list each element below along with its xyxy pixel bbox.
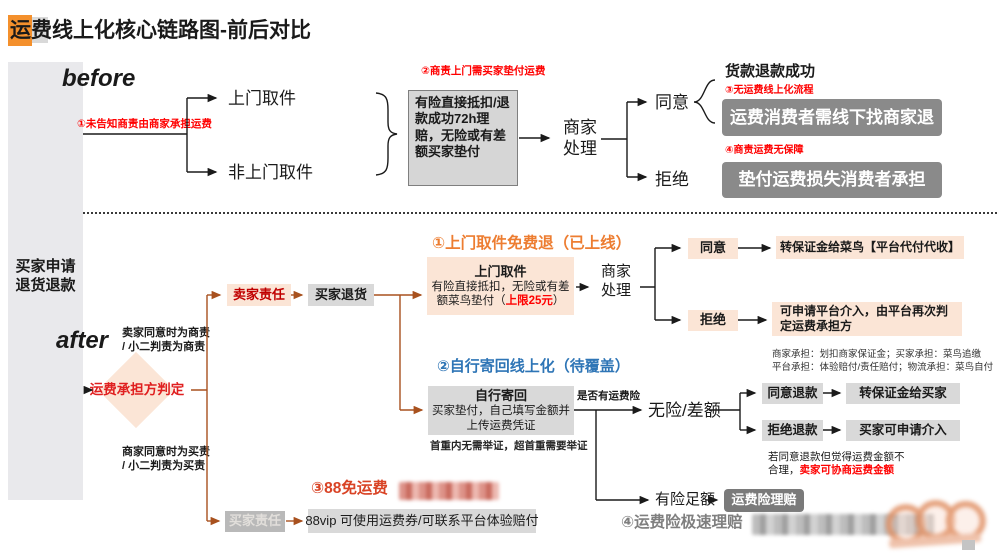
agree-refund-box: 同意退款 (762, 383, 823, 404)
after-seller-note-line2: / 小二判责为商责 (122, 340, 206, 353)
censored-gray-text (752, 514, 934, 535)
before-pickup-label: 上门取件 (228, 89, 296, 108)
apply-intervene-box: 买家可申请介入 (846, 420, 960, 441)
pickup-flow-heading: ①上门取件免费退（已上线） (432, 235, 632, 252)
before-merchant-handle-line2: 处理 (563, 139, 597, 159)
after-agree-box: 同意 (688, 238, 738, 259)
evidence-note: 首重内无需举证，超首重需要举证 (430, 440, 588, 452)
resp-note2: 平台承担：体验赔付/责任赔付；物流承担：菜鸟自付 (772, 362, 994, 373)
before-note-no-guarantee: ④商责运费无保障 (725, 145, 804, 156)
title-accent-gray (32, 17, 48, 43)
insurance-claim-box: 运费险理赔 (724, 489, 804, 512)
pickup-box-text-end: ） (552, 295, 565, 308)
after-reject-box: 拒绝 (688, 310, 738, 331)
self-return-box-body: 买家垫付，自己填写金额并上传运费凭证 (432, 405, 570, 432)
resp-note1: 商家承担：划扣商家保证金；买家承担：菜鸟追缴 (772, 349, 982, 360)
pickup-box-limit: 上限25元 (505, 295, 553, 308)
censored-stamp (882, 496, 991, 553)
self-return-box-title: 自行寄回 (474, 388, 527, 403)
negotiate-note-line2: 合理，卖家可协商运费金额 (768, 464, 905, 477)
after-buyer-note: 商家同意时为买责 / 小二判责为买责 (122, 446, 210, 474)
negotiate-note: 若同意退款但觉得运费金额不 合理，卖家可协商运费金额 (768, 451, 905, 477)
buyer-apply-label: 买家申请 退货退款 (8, 258, 83, 296)
decision-diamond-label: 运费承担方判定 (89, 382, 185, 397)
pickup-flow-box-title: 上门取件 (474, 263, 527, 279)
vip-coupon-box: 88vip 可使用运费券/可联系平台体验赔付 (305, 509, 539, 533)
corner-gray-square (962, 540, 975, 550)
after-seller-note-line1: 卖家同意时为商责 (122, 327, 210, 339)
after-seller-note: 卖家同意时为商责 / 小二判责为商责 (122, 327, 210, 355)
buyer-apply-line2: 退货退款 (15, 276, 76, 294)
after-buyer-note-line1: 商家同意时为买责 (122, 446, 210, 458)
pickup-box-text: 有险直接抵扣，无险或有差额菜鸟垫付（ (431, 280, 570, 308)
after-merchant-handle-line1: 商家 (600, 263, 631, 280)
fast-claim-label: ④运费险极速理赔 (621, 514, 743, 531)
negotiate-note-red: 卖家可协商运费金额 (799, 464, 895, 477)
before-non-pickup-label: 非上门取件 (228, 163, 313, 182)
after-merchant-handle: 商家 处理 (593, 263, 639, 301)
buyer-return-box: 买家退货 (308, 284, 374, 306)
insurance-question-label: 是否有运费险 (577, 390, 640, 402)
pickup-flow-box-body: 有险直接抵扣，无险或有差额菜鸟垫付（上限25元） (431, 280, 570, 309)
after-buyer-note-line2: / 小二判责为买责 (122, 459, 206, 472)
page-title: 运费线上化核心链路图-前后对比 (10, 19, 311, 42)
vip-heading: ③88免运费 (311, 480, 388, 497)
before-loss-box: 垫付运费损失消费者承担 (722, 162, 942, 198)
before-after-divider (83, 212, 997, 214)
negotiate-note-line1: 若同意退款但觉得运费金额不 (768, 451, 905, 463)
transfer-deposit-cainiao-box: 转保证金给菜鸟【平台代付代收】 (776, 236, 964, 259)
seller-resp-box: 卖家责任 (227, 284, 291, 306)
before-label: before (62, 65, 136, 92)
title-accent-orange (8, 15, 32, 46)
self-return-box: 自行寄回 买家垫付，自己填写金额并上传运费凭证 (428, 386, 574, 435)
after-merchant-handle-line2: 处理 (600, 281, 631, 299)
reject-refund-box: 拒绝退款 (762, 420, 823, 441)
before-note-merchant-pickup: ②商责上门需买家垫付运费 (421, 65, 546, 77)
before-offline-refund-box: 运费消费者需线下找商家退 (722, 99, 942, 136)
before-note-no-online: ③无运费线上化流程 (725, 85, 814, 96)
negotiate-note-line2-black: 合理， (768, 464, 800, 477)
before-reject-label: 拒绝 (655, 170, 689, 189)
platform-intervene-box: 可申请平台介入，由平台再次判定运费承担方 (772, 302, 962, 336)
pickup-flow-box: 上门取件 有险直接抵扣，无险或有差额菜鸟垫付（上限25元） (427, 257, 574, 315)
before-note-untold: ①未告知商责由商家承担运费 (77, 118, 212, 130)
no-risk-label: 无险/差额 (648, 401, 721, 420)
censored-red-text (399, 482, 499, 500)
left-stage-bar (8, 62, 83, 500)
buyer-apply-line1: 买家申请 (15, 258, 76, 275)
before-merchant-handle-line1: 商家 (563, 118, 597, 137)
transfer-deposit-buyer-box: 转保证金给买家 (846, 383, 960, 404)
before-agree-label: 同意 (655, 93, 689, 112)
before-merchant-handle: 商家 处理 (556, 117, 604, 160)
self-return-heading: ②自行寄回线上化（待覆盖） (437, 358, 630, 375)
before-risk-box: 有险直接抵扣/退款成功72h理赔，无险或有差额买家垫付 (408, 90, 518, 186)
buyer-resp-box: 买家责任 (225, 511, 285, 532)
before-refund-success: 货款退款成功 (725, 63, 816, 80)
with-risk-label: 有险足额 (655, 491, 716, 508)
after-label: after (56, 327, 109, 354)
